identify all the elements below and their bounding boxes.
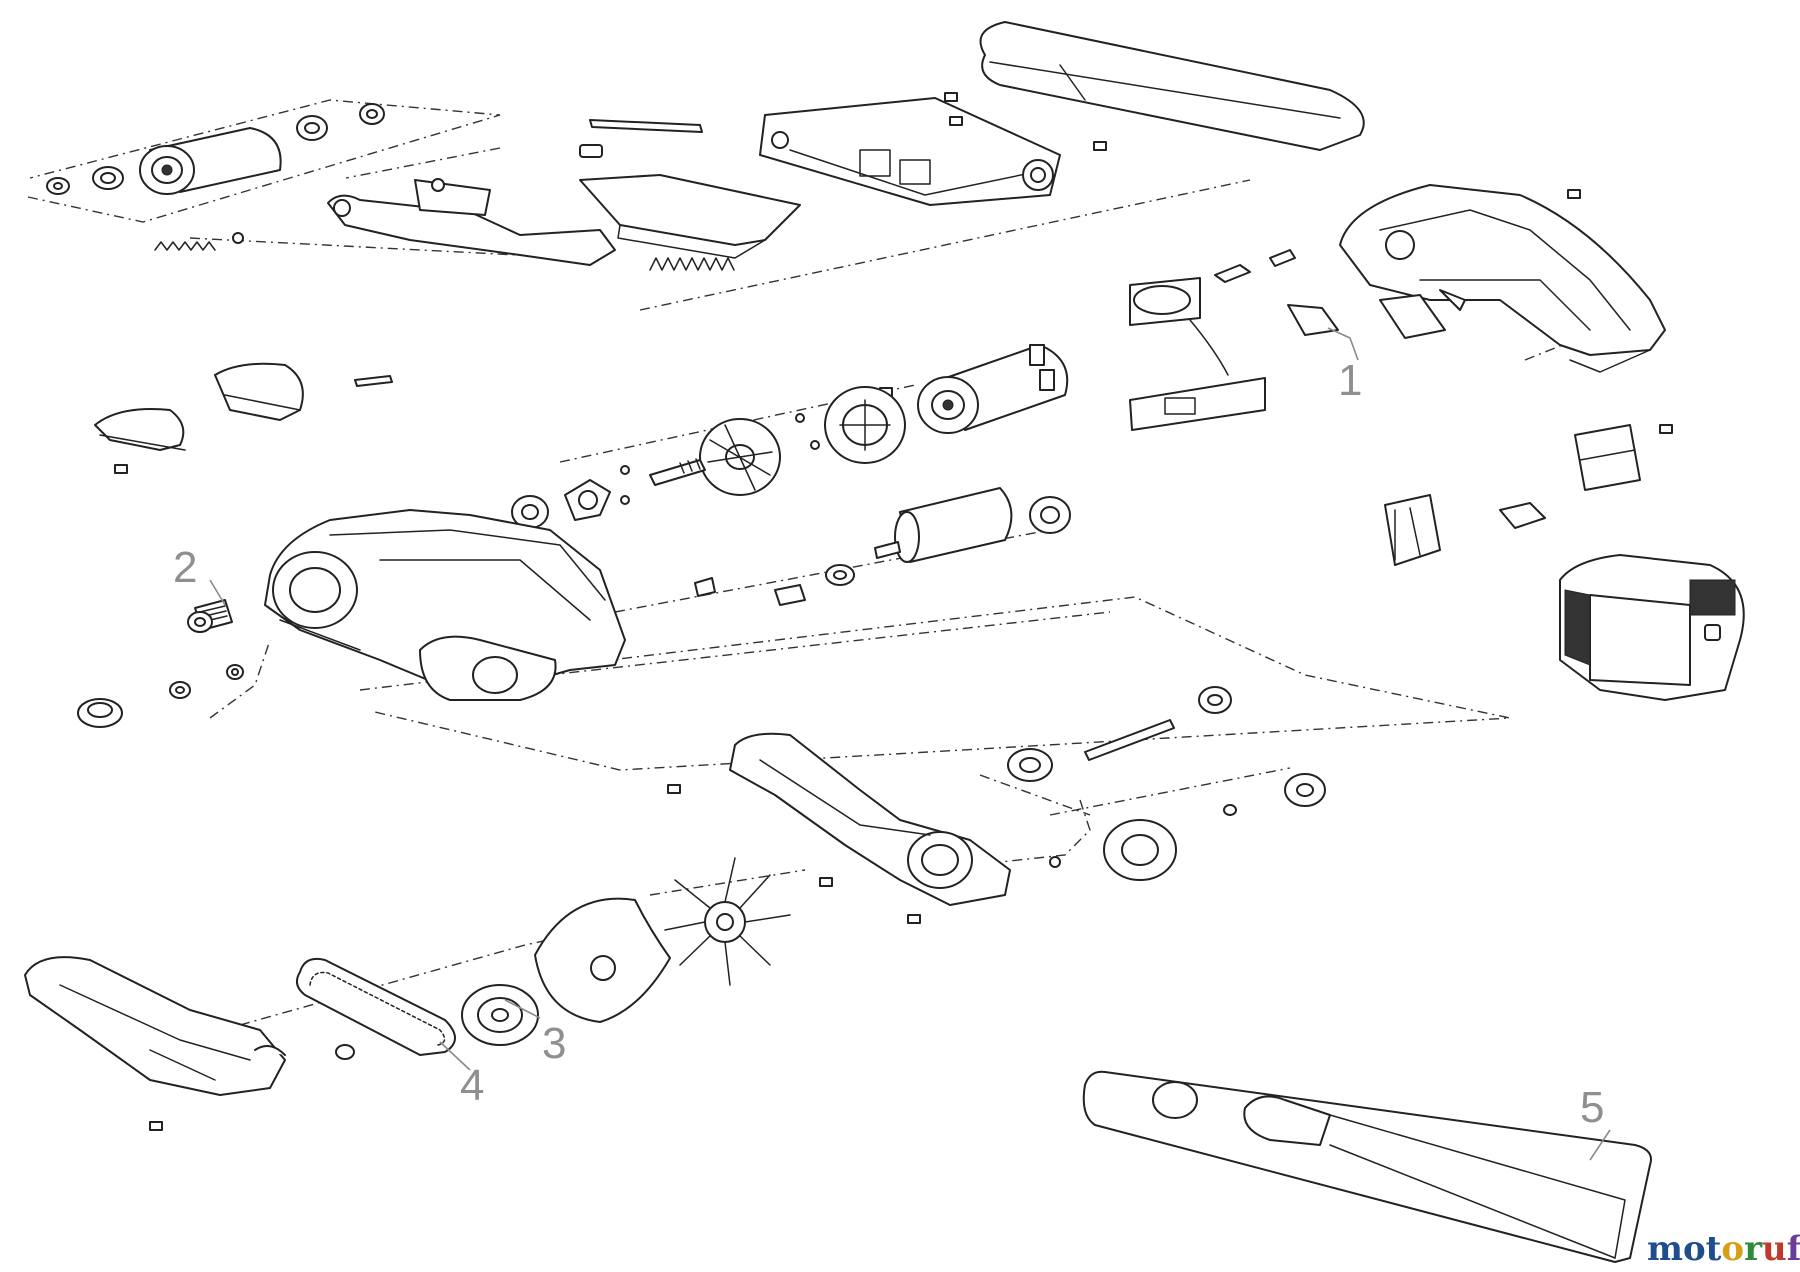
dash-spring-line (189, 237, 576, 259)
right-housing-shell (1339, 184, 1666, 373)
callout-labels: 1 2 3 4 5 (173, 356, 1604, 1132)
watermark-letter: r (1744, 1229, 1763, 1269)
motor (879, 344, 1069, 434)
watermark-letter: m (1647, 1229, 1683, 1269)
springs (154, 232, 735, 271)
callout-5: 5 (1580, 1083, 1604, 1132)
fan-wheel (664, 857, 791, 986)
dash-fan-line (649, 869, 806, 896)
drive-shaft (649, 458, 706, 486)
impeller (699, 418, 781, 496)
watermark-logo: motoruf.de (1647, 1229, 1800, 1269)
rotor (874, 487, 1071, 563)
callout-leaders (209, 327, 1611, 1161)
watermark-letter: f (1787, 1229, 1800, 1269)
drive-pulley (461, 984, 539, 1046)
watermark-letter: o (1683, 1229, 1706, 1269)
watermark-letter: o (1721, 1229, 1744, 1269)
adjust-knob (187, 599, 233, 633)
screws-top (944, 92, 1107, 151)
shaft-pin (579, 119, 703, 158)
dash-front-roller-axis (1049, 767, 1291, 816)
rear-roller-assembly (46, 103, 385, 195)
front-handle-covers (94, 362, 393, 474)
bearing-plate (511, 479, 611, 529)
fan-plate (824, 386, 906, 464)
dash-rear-roller-group (27, 99, 501, 223)
dash-shaft-line (345, 147, 501, 179)
callout-2: 2 (173, 543, 197, 592)
dash-outer-frame (359, 596, 1511, 771)
dash-belt-axis (999, 799, 1091, 863)
dash-switch-line (639, 179, 1251, 311)
switch-parts (1214, 249, 1466, 339)
main-housing (264, 509, 626, 701)
callout-1: 1 (1338, 356, 1362, 405)
dash-front-roller-line (979, 774, 1091, 816)
callout-4: 4 (460, 1061, 484, 1110)
watermark-letter: u (1762, 1229, 1787, 1269)
sanding-belt (979, 21, 1365, 151)
platen-plate (579, 174, 801, 259)
small-washers (620, 413, 820, 505)
rotor-washers (694, 564, 855, 606)
tension-lever (327, 178, 616, 266)
toothed-belt (295, 957, 456, 1060)
front-roller-parts (1007, 686, 1326, 881)
pcb-board (1129, 277, 1266, 431)
watermark-letter: t (1706, 1229, 1722, 1269)
watermark-text: motoruf.de (1647, 1229, 1800, 1269)
left-side-cover (24, 956, 286, 1096)
dash-knob-line (209, 639, 271, 719)
callout-3: 3 (542, 1019, 566, 1068)
cover-disc (534, 897, 671, 1023)
lower-screws (149, 784, 921, 1131)
front-knob (77, 664, 244, 728)
belt-frame (759, 97, 1061, 206)
dust-nozzle (1082, 1070, 1652, 1263)
battery-pack (1559, 554, 1745, 701)
gear-housing (729, 732, 1011, 906)
battery-latch-parts (1384, 424, 1673, 566)
